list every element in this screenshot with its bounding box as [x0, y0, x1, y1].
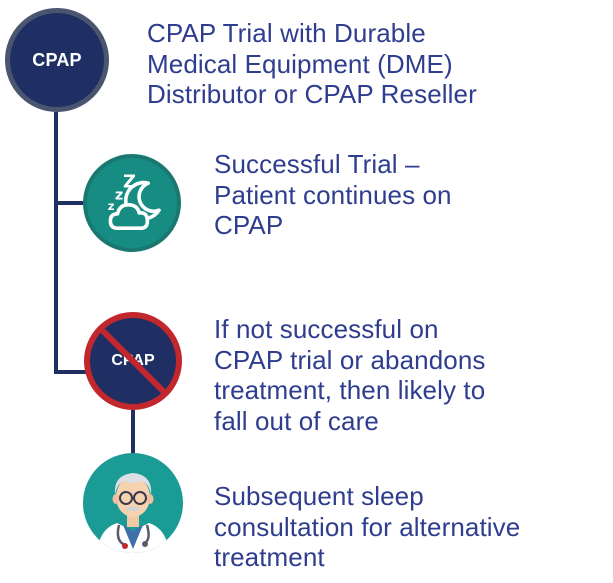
step-text-line: Patient continues on	[214, 179, 452, 210]
vertical-connector-to-doctor	[131, 410, 135, 455]
step-failure-text: If not successful on CPAP trial or aband…	[214, 314, 486, 437]
step-text-line: CPAP	[214, 210, 284, 241]
doctor-icon	[83, 453, 183, 553]
step-text-line: CPAP trial or abandons	[214, 344, 486, 375]
no-cpap-icon: CPAP	[84, 312, 182, 410]
step-text-line: CPAP Trial with Durable	[147, 18, 426, 48]
branch-connector-success	[54, 201, 88, 205]
step-cpap-trial-text: CPAP Trial with Durable Medical Equipmen…	[147, 18, 477, 110]
svg-text:z: z	[115, 187, 123, 203]
step-success-text: Successful Trial – Patient continues on …	[214, 149, 452, 241]
step-text-line: fall out of care	[214, 406, 379, 437]
branch-connector-failure	[54, 370, 88, 374]
step-text-line: Medical Equipment (DME)	[147, 48, 453, 79]
step-text-line: treatment, then likely to	[214, 375, 486, 406]
doctor-graphic	[97, 473, 169, 553]
step-text-line: treatment	[214, 542, 325, 573]
sleep-moon-cloud-icon: z z Z	[83, 154, 181, 252]
step-text-line: consultation for alternative	[214, 511, 521, 542]
step-text-line: Successful Trial –	[214, 149, 420, 179]
step-text-line: Distributor or CPAP Reseller	[147, 79, 477, 110]
main-vertical-connector	[54, 112, 58, 374]
cpap-badge: CPAP	[5, 8, 109, 112]
step-consultation-text: Subsequent sleep consultation for altern…	[214, 481, 520, 573]
svg-text:z: z	[108, 199, 115, 213]
prohibition-slash	[97, 325, 169, 397]
step-text-line: If not successful on	[214, 314, 439, 344]
sleep-moon-cloud-graphic: z z Z	[108, 172, 161, 230]
cpap-badge-label: CPAP	[32, 49, 82, 70]
step-text-line: Subsequent sleep	[214, 481, 424, 511]
